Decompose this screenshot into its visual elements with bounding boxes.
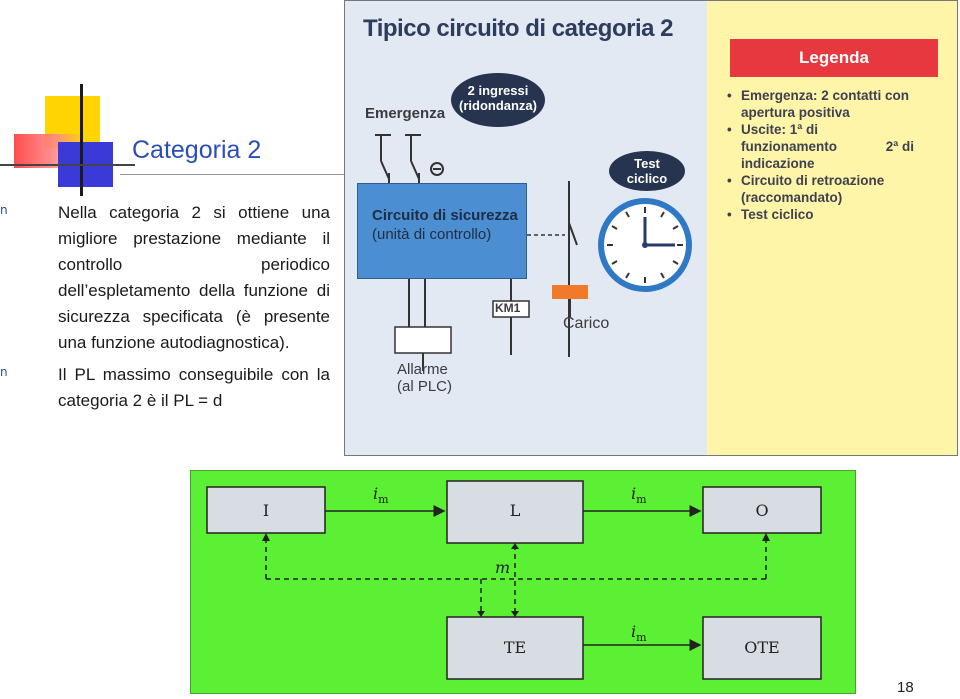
alarm-label-line: (al PLC) <box>397 378 453 395</box>
input-label: I <box>263 501 269 520</box>
te-label: TE <box>504 638 526 657</box>
signal-symbol: i <box>373 484 378 503</box>
signal-label: im <box>631 484 647 506</box>
signal-label: im <box>373 484 389 506</box>
legend: Legenda Emergenza: 2 contatti con apertu… <box>707 1 957 455</box>
input-block <box>206 486 326 534</box>
figure-title: Tipico circuito di categoria 2 <box>363 15 673 42</box>
clock-icon <box>598 198 692 292</box>
test-callout-line: Test <box>634 156 660 171</box>
legend-title: Legenda <box>730 39 938 77</box>
legend-item: Test ciclico <box>725 206 955 223</box>
legend-list: Emergenza: 2 contatti con apertura posit… <box>725 87 955 223</box>
logo-vertical-line <box>80 84 83 196</box>
bullet-item: n Nella categoria 2 si ottiene una migli… <box>0 200 330 356</box>
signal-symbol: i <box>631 622 636 641</box>
signal-symbol: i <box>631 484 636 503</box>
ote-block <box>702 616 822 680</box>
inputs-callout: 2 ingressi (ridondanza) <box>451 73 545 127</box>
bullet-text: Il PL massimo conseguibile con la catego… <box>58 365 330 410</box>
test-callout: Test ciclico <box>609 151 685 191</box>
slide-title: Categoria 2 <box>132 136 262 164</box>
safety-circuit-subtitle: (unità di controllo) <box>372 226 492 243</box>
safety-circuit-title: Circuito di sicurezza <box>372 207 518 224</box>
title-divider <box>120 174 344 175</box>
signal-label: im <box>631 622 647 644</box>
circuit-wiring <box>375 134 588 371</box>
alarm-label-line: Allarme <box>397 361 448 378</box>
legend-item: Uscite: 1ª di funzionamento 2ª di indica… <box>725 121 955 172</box>
emergency-label: Emergenza <box>365 105 446 122</box>
test-equipment-block <box>446 616 584 680</box>
bullet-item: n Il PL massimo conseguibile con la cate… <box>0 362 330 414</box>
bullet-list: n Nella categoria 2 si ottiene una migli… <box>0 200 330 420</box>
page-number: 18 <box>897 679 914 696</box>
bullet-marker: n <box>0 203 8 217</box>
inputs-callout-line: (ridondanza) <box>459 98 537 113</box>
km1-label: KM1 <box>495 301 521 315</box>
signal-subscript: m <box>378 493 389 506</box>
output-label: O <box>755 501 768 520</box>
monitor-label: m <box>495 558 510 577</box>
alarm-label: Allarme (al PLC) <box>397 361 452 395</box>
category-2-circuit-figure: Tipico circuito di categoria 2 Emergenza… <box>344 0 958 456</box>
legend-item: Emergenza: 2 contatti con apertura posit… <box>725 87 955 121</box>
load-label: Carico <box>563 315 610 332</box>
logic-block <box>446 480 584 544</box>
output-block <box>702 486 822 534</box>
test-callout-line: ciclico <box>626 171 668 186</box>
inputs-callout-line: 2 ingressi <box>467 83 529 98</box>
logic-label: L <box>510 501 521 520</box>
legend-item: Circuito di retroazione (raccomandato) <box>725 172 955 206</box>
signal-subscript: m <box>636 493 647 506</box>
slide-logo <box>0 84 140 204</box>
designated-architecture-diagram: I L O TE OTE im im im m <box>190 470 856 694</box>
bullet-text: Nella categoria 2 si ottiene una miglior… <box>58 203 330 352</box>
ote-label: OTE <box>744 638 779 657</box>
safety-circuit-box: Circuito di sicurezza (unità di controll… <box>357 183 527 279</box>
bullet-marker: n <box>0 365 8 379</box>
logo-horizontal-line <box>0 164 135 166</box>
signal-subscript: m <box>636 631 647 644</box>
architecture-svg: I L O TE OTE im im im m <box>206 480 822 680</box>
